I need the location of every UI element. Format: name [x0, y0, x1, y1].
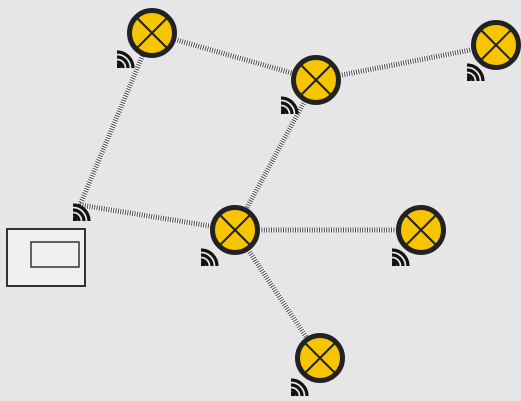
wireless-signal-icon [72, 203, 91, 222]
light-bulb-icon [396, 205, 446, 255]
nodes-layer [6, 8, 521, 397]
light-bulb-icon [291, 55, 341, 105]
wireless-signal-icon [391, 248, 410, 267]
lamp-bottom [290, 333, 345, 397]
wireless-signal-icon [466, 63, 485, 82]
wireless-signal-icon [290, 378, 309, 397]
wireless-signal-icon [116, 50, 135, 69]
links-layer [77, 30, 497, 360]
link-lamp-hub-to-lamp-bottom [232, 228, 323, 360]
lamp-hub [200, 205, 260, 267]
light-bulb-icon [471, 20, 521, 70]
link-lamp-center-right-to-lamp-hub [232, 78, 319, 232]
lamp-right [391, 205, 446, 267]
lamp-far-right [466, 20, 521, 82]
link-controller-to-lamp-hub [79, 202, 236, 233]
wireless-signal-icon [200, 248, 219, 267]
light-bulb-icon [295, 333, 345, 383]
link-controller-to-lamp-top [77, 32, 155, 206]
lamp-top [116, 8, 177, 69]
light-bulb-icon [210, 205, 260, 255]
light-bulb-icon [127, 8, 177, 58]
link-lamp-top-to-lamp-center-right [151, 30, 317, 83]
wall-controller-icon [6, 228, 86, 287]
link-lamp-center-right-to-lamp-far-right [315, 42, 497, 83]
lamp-center-right [280, 55, 341, 115]
wireless-signal-icon [280, 96, 299, 115]
